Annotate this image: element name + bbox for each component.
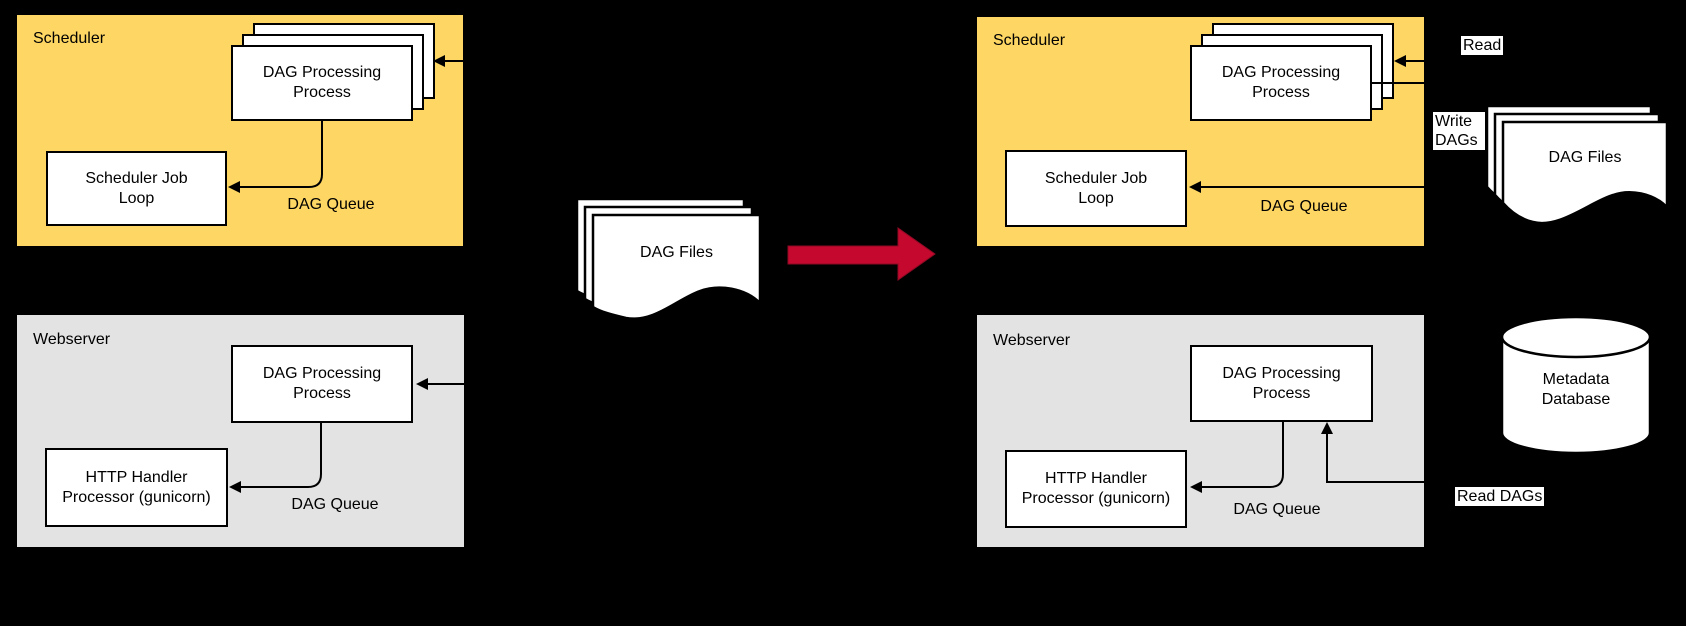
- scheduler-job-loop-label: Scheduler Job Loop: [1044, 169, 1148, 207]
- arrowhead-left: [228, 181, 240, 193]
- read-annotation: Read: [1461, 36, 1504, 55]
- dag-queue-label: DAG Queue: [1233, 501, 1321, 518]
- webserver-before-title: Webserver: [33, 331, 111, 348]
- http-handler-box: [45, 448, 228, 527]
- arrowhead-up: [1321, 422, 1333, 434]
- dag-files-stack-middle: [575, 197, 762, 320]
- dag-files-label: DAG Files: [1548, 149, 1622, 166]
- webserver-after-title: Webserver: [993, 332, 1071, 349]
- scheduler-before-title: Scheduler: [33, 30, 106, 47]
- scheduler-job-loop-label: Scheduler Job Loop: [85, 169, 188, 207]
- arrowhead-left: [1190, 481, 1202, 493]
- dag-processing-process-label: DAG Processing Process: [1222, 364, 1341, 402]
- metadata-database-cylinder: [1500, 315, 1652, 455]
- arrowhead-left: [416, 378, 428, 390]
- read-dags-annotation: Read DAGs: [1455, 487, 1545, 506]
- dag-files-label: DAG Files: [640, 244, 713, 261]
- http-handler-label: HTTP Handler Processor (gunicorn): [1021, 470, 1171, 507]
- dag-queue-connector: [1200, 421, 1284, 488]
- dag-processing-process-label: DAG Processing Process: [262, 64, 382, 101]
- metadata-database-label: Metadata Database: [1541, 371, 1611, 408]
- dag-processing-process-label: DAG Processing Process: [1221, 64, 1341, 101]
- dag-processing-process-box: [1190, 345, 1373, 422]
- dag-files-stack-right: [1485, 104, 1669, 225]
- dag-files-document: [1501, 120, 1669, 225]
- read-dags-line: [1326, 432, 1425, 483]
- arrowhead-left: [1394, 55, 1406, 67]
- dag-queue-label: DAG Queue: [1260, 198, 1348, 215]
- dag-files-document: [591, 213, 762, 320]
- arrowhead-left: [433, 55, 445, 67]
- http-handler-box: [1005, 450, 1187, 528]
- dag-processing-process-label: DAG Processing Process: [262, 365, 382, 402]
- connectors: [239, 60, 1425, 488]
- dag-queue-connector: [240, 120, 323, 188]
- transition-arrow: [787, 227, 936, 281]
- write-dags-annotation: Write DAGs: [1433, 112, 1485, 150]
- scheduler-job-loop-box: [46, 151, 227, 226]
- dag-processing-process-box: [1190, 45, 1372, 121]
- dag-queue-label: DAG Queue: [287, 196, 375, 213]
- scheduler-job-loop-box: [1005, 150, 1187, 227]
- dag-queue-connector: [239, 422, 322, 488]
- arrowheads: [228, 55, 1406, 493]
- scheduler-after-title: Scheduler: [993, 32, 1066, 49]
- arrowhead-left: [1189, 181, 1201, 193]
- http-handler-label: HTTP Handler Processor (gunicorn): [62, 468, 211, 506]
- dag-queue-label: DAG Queue: [291, 496, 379, 513]
- arrowhead-left: [229, 481, 241, 493]
